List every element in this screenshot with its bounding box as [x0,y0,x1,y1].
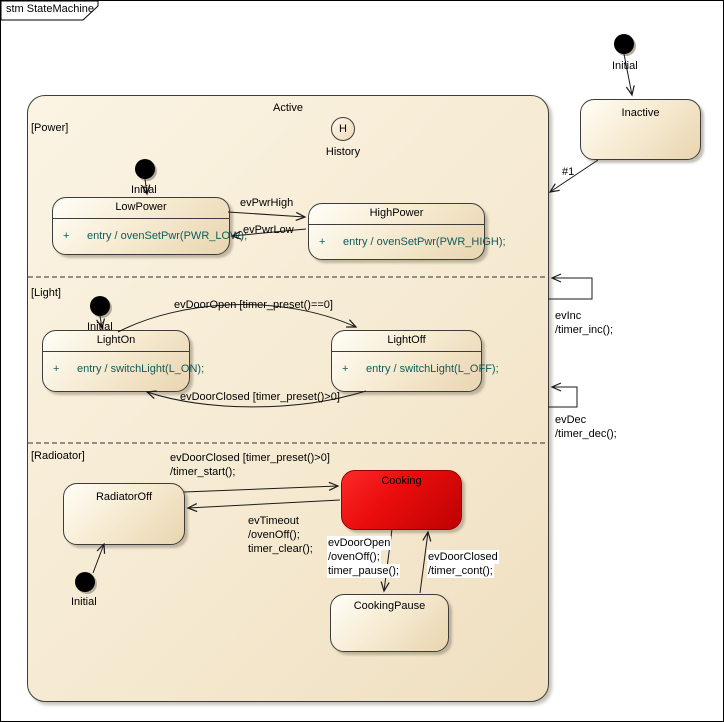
state-lighton-title: LightOn [96,334,136,346]
state-lighton-entry: +entry / switchLight(L_ON); [53,363,205,375]
state-radiatoroff[interactable]: RadiatorOff [63,483,185,545]
evinc-label[interactable]: evInc /timer_inc(); [555,310,614,336]
state-lightoff-entry: +entry / switchLight(L_OFF); [342,363,499,375]
history-pseudostate-icon[interactable]: H [331,117,355,141]
state-inactive-title: Inactive [621,107,660,119]
history-label: History [325,146,361,158]
state-highpower-entry: +entry / ovenSetPwr(PWR_HIGH); [319,236,506,248]
evdooropen-guard-label[interactable]: evDoorOpen [timer_preset()==0] [174,299,333,311]
evpwrlow-label[interactable]: evPwrLow [243,224,294,236]
initial-power-label: Initial [131,184,157,196]
evtimeout-label[interactable]: evTimeout /ovenOff(); timer_clear(); [248,515,313,555]
state-active[interactable]: Active [27,95,549,702]
region-label-power: [Power] [31,122,69,134]
compartment-divider [309,224,484,225]
state-cooking-title: Cooking [381,475,422,487]
state-active-title: Active [273,102,303,114]
state-lowpower-entry: +entry / ovenSetPwr(PWR_LOW); [63,230,248,242]
state-highpower-title: HighPower [369,207,424,219]
initial-top-label: Initial [612,60,638,72]
evdec-label[interactable]: evDec /timer_dec(); [555,414,617,440]
evdoorclosed-guard-label[interactable]: evDoorClosed [timer_preset()>0] [180,391,340,403]
initial-radiator-label: Initial [71,596,97,608]
rad-evdoorclosed-label[interactable]: evDoorClosed [timer_preset()>0] /timer_s… [170,452,330,478]
diagram-frame-title: stm StateMachine [6,3,95,15]
region-label-light: [Light] [31,287,61,299]
state-inactive[interactable]: Inactive [580,99,701,160]
state-radiatoroff-title: RadiatorOff [95,491,153,503]
state-highpower[interactable]: HighPower +entry / ovenSetPwr(PWR_HIGH); [308,203,506,260]
initial-light-label: Initial [87,321,113,333]
compartment-divider [53,218,229,219]
compartment-divider [43,351,189,352]
state-lowpower[interactable]: LowPower +entry / ovenSetPwr(PWR_LOW); [52,197,247,255]
evdooropen-pause-label[interactable]: evDoorOpen /ovenOff(); timer_pause(); [327,536,400,578]
state-lowpower-title: LowPower [115,201,167,213]
compartment-divider [332,351,481,352]
evpwrhigh-label[interactable]: evPwrHigh [240,197,294,209]
state-cookingpause-title: CookingPause [353,600,426,612]
transition-to-active-label[interactable]: #1 [562,166,575,178]
state-lighton[interactable]: LightOn +entry / switchLight(L_ON); [42,330,204,392]
state-cooking[interactable]: Cooking [341,470,462,530]
state-lightoff[interactable]: LightOff +entry / switchLight(L_OFF); [331,330,499,392]
state-cookingpause[interactable]: CookingPause [330,594,449,652]
state-lightoff-title: LightOff [387,334,426,346]
evdoorclosed-cont-label[interactable]: evDoorClosed /timer_cont(); [427,550,499,578]
region-label-radiator: [Radioator] [31,450,85,462]
